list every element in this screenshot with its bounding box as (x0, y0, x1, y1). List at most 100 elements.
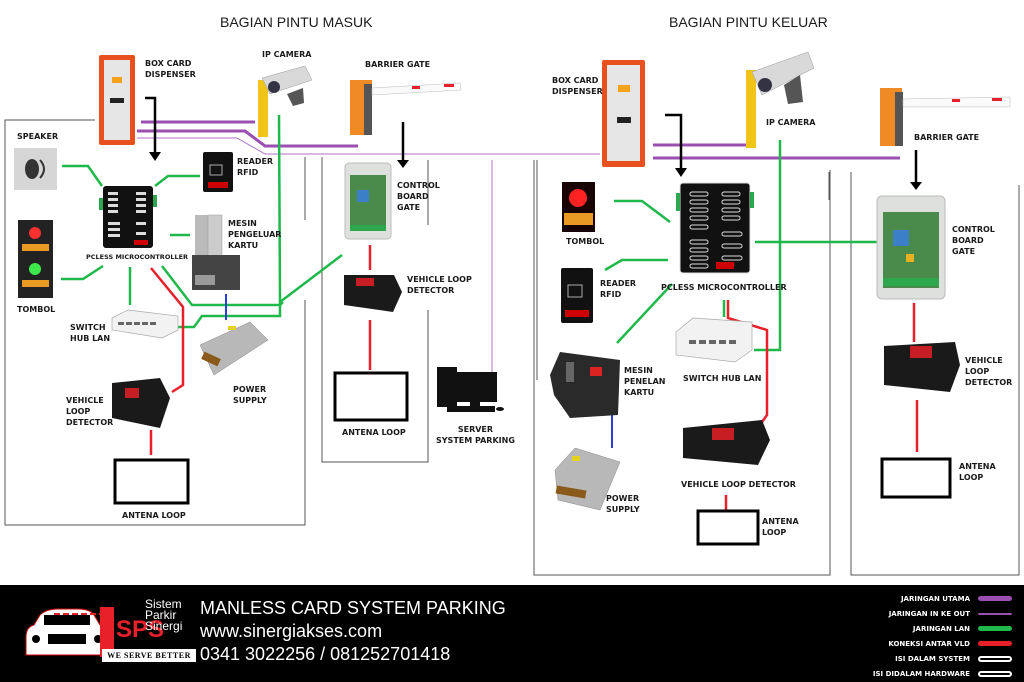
vehicle-loop-detector-gate-entry (344, 275, 402, 312)
speaker-device (14, 148, 57, 190)
label-server: SERVER SYSTEM PARKING (436, 425, 515, 445)
power-supply-exit (554, 447, 621, 511)
arrow-dispenser-to-controller (145, 96, 157, 152)
label-barrier-gate-entry: BARRIER GATE (365, 60, 431, 69)
exit-zone-border (533, 160, 831, 576)
label-barrier-gate-exit: BARRIER GATE (914, 133, 980, 142)
label-reader-rfid-exit: READER RFID (600, 279, 637, 299)
logo-letters: SPS (116, 616, 164, 643)
arrow-dispenser-to-controller-exit (665, 113, 683, 168)
entry-section-title: BAGIAN PINTU MASUK (220, 14, 373, 30)
legend-swatch (978, 596, 1012, 601)
pcless-microcontroller-entry (99, 186, 157, 248)
vld-line (726, 300, 769, 423)
label-tombol-exit: TOMBOL (566, 237, 605, 246)
tombol-entry-device (18, 220, 53, 298)
arrow-head (910, 182, 922, 190)
entry-gate-zone-border (321, 157, 429, 463)
label-antena-loop-entry: ANTENA LOOP (122, 511, 186, 520)
label-tombol-entry: TOMBOL (17, 305, 56, 314)
tombol-exit-device (562, 182, 595, 232)
control-board-gate-entry (344, 162, 392, 240)
control-board-gate-exit (876, 195, 946, 300)
logo-tagline: WE SERVE BETTER (102, 649, 196, 662)
antena-loop-entry (113, 458, 190, 505)
vld-line (150, 267, 185, 394)
label-control-board-exit: CONTROL BOARD GATE (952, 225, 995, 256)
arrow-head (149, 152, 161, 161)
car-logo-icon: SPS (25, 607, 164, 657)
card-acceptor-machine (550, 352, 620, 418)
barrier-gate-entry (350, 80, 462, 135)
antena-loop-exit (696, 509, 760, 546)
card-issuer-machine (192, 214, 240, 290)
vehicle-loop-detector-gate-exit (884, 342, 960, 392)
server-computer (437, 367, 504, 412)
box-card-dispenser-exit (602, 60, 645, 167)
label-reader-rfid-entry: READER RFID (237, 157, 274, 177)
legend-item-vld: KONEKSI ANTAR VLD (842, 636, 1012, 651)
sps-logo: SPS Sistem Parkir Sinergi WE SERVE BETTE… (18, 597, 196, 669)
ip-camera-exit (746, 51, 815, 148)
legend-item-lan: JARINGAN LAN (842, 621, 1012, 636)
label-speaker: SPEAKER (17, 132, 59, 141)
label-box-card-dispenser-exit: BOX CARD DISPENSER (552, 76, 603, 96)
arrow-head (675, 168, 687, 177)
switch-hub-entry (111, 309, 179, 339)
box-card-dispenser-entry (99, 55, 135, 145)
exit-section-title: BAGIAN PINTU KELUAR (669, 14, 828, 30)
reader-rfid-entry (203, 152, 233, 192)
label-card-issuer: MESIN PENGELUAR KARTU (228, 219, 282, 250)
label-vld-gate-entry: VEHICLE LOOP DETECTOR (407, 275, 472, 295)
lan-line (178, 114, 282, 329)
label-microcontroller-entry: PCLESS MICROCONTROLLER (86, 253, 189, 261)
label-card-acceptor: MESIN PENELAN KARTU (624, 366, 666, 397)
arrow-head (397, 160, 409, 168)
legend-swatch (978, 641, 1012, 646)
lan-line (616, 283, 673, 344)
legend-item-main-network: JARINGAN UTAMA (842, 591, 1012, 606)
power-supply-entry (199, 321, 269, 376)
system-diagram (4, 51, 1020, 576)
label-ip-camera-entry: IP CAMERA (262, 50, 312, 59)
label-control-board-entry: CONTROL BOARD GATE (397, 181, 440, 212)
legend-item-system: ISI DALAM SYSTEM (842, 651, 1012, 666)
lan-line (61, 264, 104, 281)
exit-gate-zone-border (850, 172, 1020, 576)
switch-hub-exit (675, 317, 753, 363)
lan-line (614, 199, 671, 223)
pcless-microcontroller-exit (676, 182, 754, 274)
lan-line (754, 140, 782, 352)
lan-line (279, 254, 343, 303)
vehicle-loop-detector-entry (112, 378, 170, 428)
lan-line (154, 174, 200, 187)
legend-swatch (978, 655, 1012, 662)
legend: JARINGAN UTAMA JARINGAN IN KE OUT JARING… (842, 591, 1012, 681)
legend-swatch (978, 670, 1012, 677)
logo-words: Sistem Parkir Sinergi (145, 597, 183, 633)
lan-line (62, 164, 104, 187)
label-power-supply-exit: POWER SUPPLY (606, 494, 640, 514)
footer-title: MANLESS CARD SYSTEM PARKING (200, 598, 506, 618)
legend-swatch (978, 612, 1012, 615)
in-out-network-line (137, 137, 600, 155)
reader-rfid-exit (561, 268, 593, 323)
label-antena-loop-exit: ANTENA LOOP (762, 517, 799, 537)
antena-loop-gate-exit (880, 457, 952, 499)
entry-zone-border (4, 119, 306, 526)
barrier-gate-exit (880, 88, 1011, 146)
footer-website[interactable]: www.sinergiakses.com (200, 621, 383, 641)
footer-banner: SPS Sistem Parkir Sinergi WE SERVE BETTE… (0, 585, 1024, 682)
main-network-line (137, 129, 358, 148)
label-vld-gate-exit: VEHICLE LOOP DETECTOR (965, 356, 1013, 387)
label-vld-exit: VEHICLE LOOP DETECTOR (681, 480, 796, 489)
lan-line (604, 258, 668, 272)
legend-item-hardware: ISI DIDALAM HARDWARE (842, 666, 1012, 681)
legend-swatch (978, 626, 1012, 631)
label-box-card-dispenser-entry: BOX CARD DISPENSER (145, 59, 196, 79)
antena-loop-gate-entry (333, 371, 409, 422)
ip-camera-entry (258, 65, 313, 137)
label-antena-loop-gate-entry: ANTENA LOOP (342, 428, 406, 437)
label-ip-camera-exit: IP CAMERA (766, 118, 816, 127)
footer-phone: 0341 3022256 / 081252701418 (200, 644, 451, 664)
